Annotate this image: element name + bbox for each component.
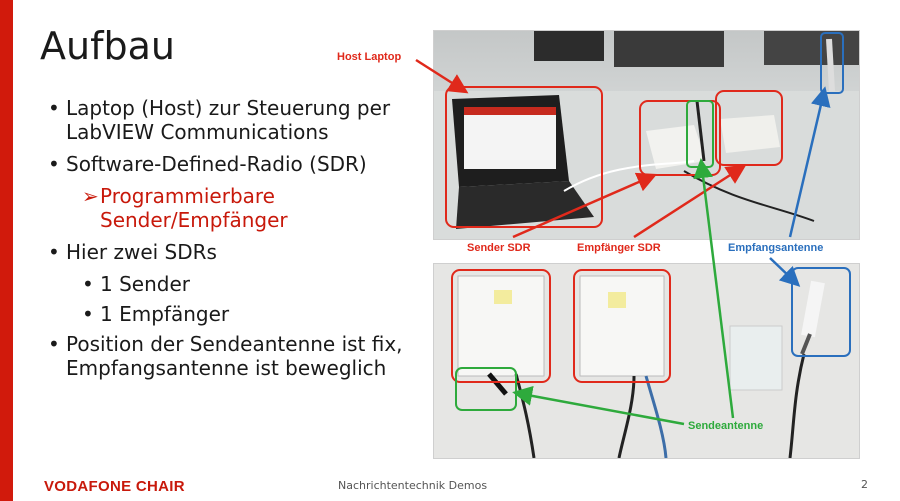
arrow-bullet-icon: ➢: [82, 184, 99, 208]
sub-bullet-sender: 1 Sender: [82, 272, 428, 296]
arrow-empfaenger-sdr: [633, 164, 747, 239]
label-empfangsantenne: Empfangsantenne: [728, 242, 824, 254]
bullet-two-sdrs: Hier zwei SDRs: [48, 240, 428, 264]
arrow-empfangsantenne-top: [788, 86, 831, 238]
bullet-laptop: Laptop (Host) zur Steuerung per LabVIEW …: [48, 96, 428, 144]
label-host-laptop: Host Laptop: [337, 51, 402, 63]
sub-bullet-programmable: ➢ Programmierbare Sender/Empfänger: [82, 184, 428, 232]
arrow-sendeantenne-bottom: [512, 385, 685, 426]
setup-photo-top: [433, 30, 860, 240]
setup-photo-top-illustration: [434, 31, 859, 239]
label-sendeantenne: Sendeantenne: [688, 420, 764, 432]
arrow-empfangsantenne-bottom: [769, 257, 801, 287]
page-number: 2: [861, 478, 868, 491]
bullet-sdr: Software-Defined-Radio (SDR): [48, 152, 428, 176]
sub-bullet-receiver: 1 Empfänger: [82, 302, 428, 326]
bullet-antenna-position: Position der Sendeantenne ist fix, Empfa…: [48, 332, 428, 380]
arrow-sender-sdr: [512, 172, 658, 239]
setup-photo-bottom-illustration: [451, 267, 851, 458]
setup-photo-bottom: [433, 263, 860, 459]
arrow-sendeantenne-top: [693, 158, 735, 419]
label-empfaenger-sdr: Empfänger SDR: [577, 242, 661, 254]
footer-title: Nachrichtentechnik Demos: [338, 479, 488, 492]
accent-bar: [0, 0, 13, 501]
bullet-list: Laptop (Host) zur Steuerung per LabVIEW …: [48, 96, 428, 388]
sub-bullet-programmable-text: Programmierbare Sender/Empfänger: [100, 184, 288, 232]
footer-brand-logo: VODAFONE CHAIR: [44, 478, 185, 495]
slide-title: Aufbau: [40, 24, 175, 68]
arrow-host-laptop: [415, 58, 469, 94]
label-sender-sdr: Sender SDR: [467, 242, 531, 254]
